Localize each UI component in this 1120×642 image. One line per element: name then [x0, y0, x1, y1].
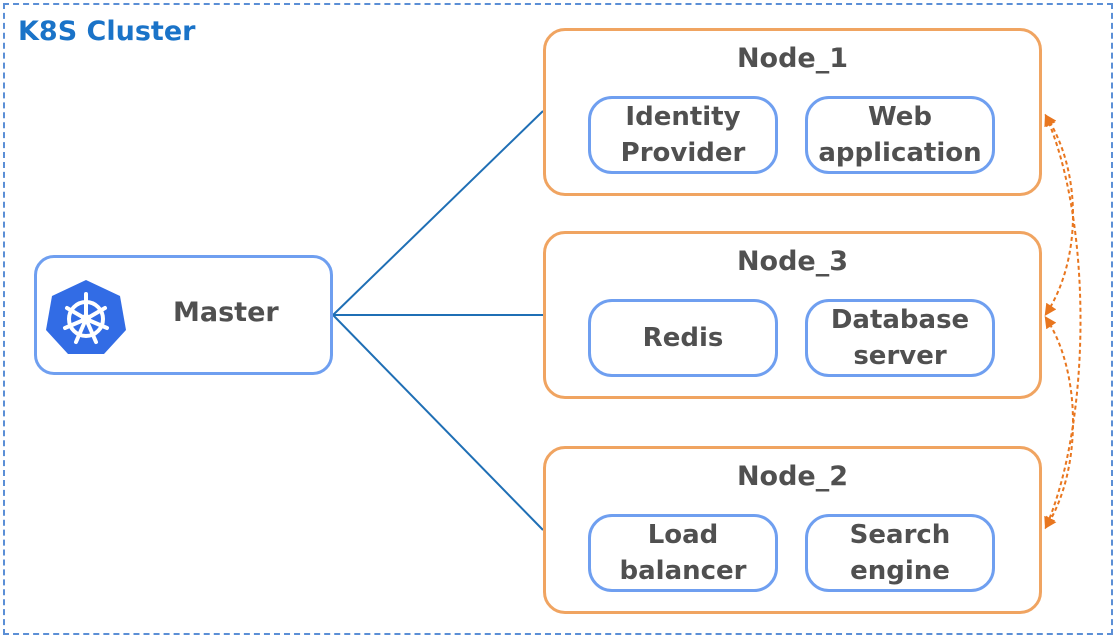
service-load-balancer: Load balancer: [588, 514, 778, 592]
service-identity-provider: Identity Provider: [588, 96, 778, 174]
service-label: balancer: [619, 556, 747, 586]
service-label: Identity: [625, 101, 741, 132]
master-label: Master: [173, 297, 279, 328]
service-database-server: Database server: [805, 299, 995, 377]
service-label: server: [853, 341, 947, 371]
arrow-node3-node2: [1044, 316, 1074, 530]
node-2-box: Node_2 Load balancer Search engine: [543, 446, 1042, 614]
service-label: engine: [850, 556, 950, 586]
node-title: Node_3: [736, 246, 849, 277]
service-label: Redis: [642, 322, 724, 353]
cluster-title: K8S Cluster: [18, 16, 196, 47]
service-label: Web: [867, 101, 932, 132]
service-web-application: Web application: [805, 96, 995, 174]
service-redis: Redis: [588, 299, 778, 377]
node-3-box: Node_3 Redis Database server: [543, 231, 1042, 399]
node-title: Node_1: [736, 43, 849, 74]
k8s-cluster-boundary: [3, 3, 1113, 635]
kubernetes-logo-icon: [46, 280, 126, 354]
link-master-node2: [332, 314, 544, 531]
node-1-box: Node_1 Identity Provider Web application: [543, 28, 1042, 196]
arrow-node1-node3: [1044, 114, 1074, 316]
service-label: Load: [647, 519, 719, 550]
service-label: Database: [830, 304, 970, 335]
service-label: Search: [849, 519, 951, 550]
link-master-node1: [332, 110, 544, 316]
arrow-node1-node2: [1044, 113, 1082, 530]
service-search-engine: Search engine: [805, 514, 995, 592]
service-label: Provider: [620, 138, 746, 168]
node-title: Node_2: [736, 461, 849, 492]
service-label: application: [818, 138, 982, 168]
